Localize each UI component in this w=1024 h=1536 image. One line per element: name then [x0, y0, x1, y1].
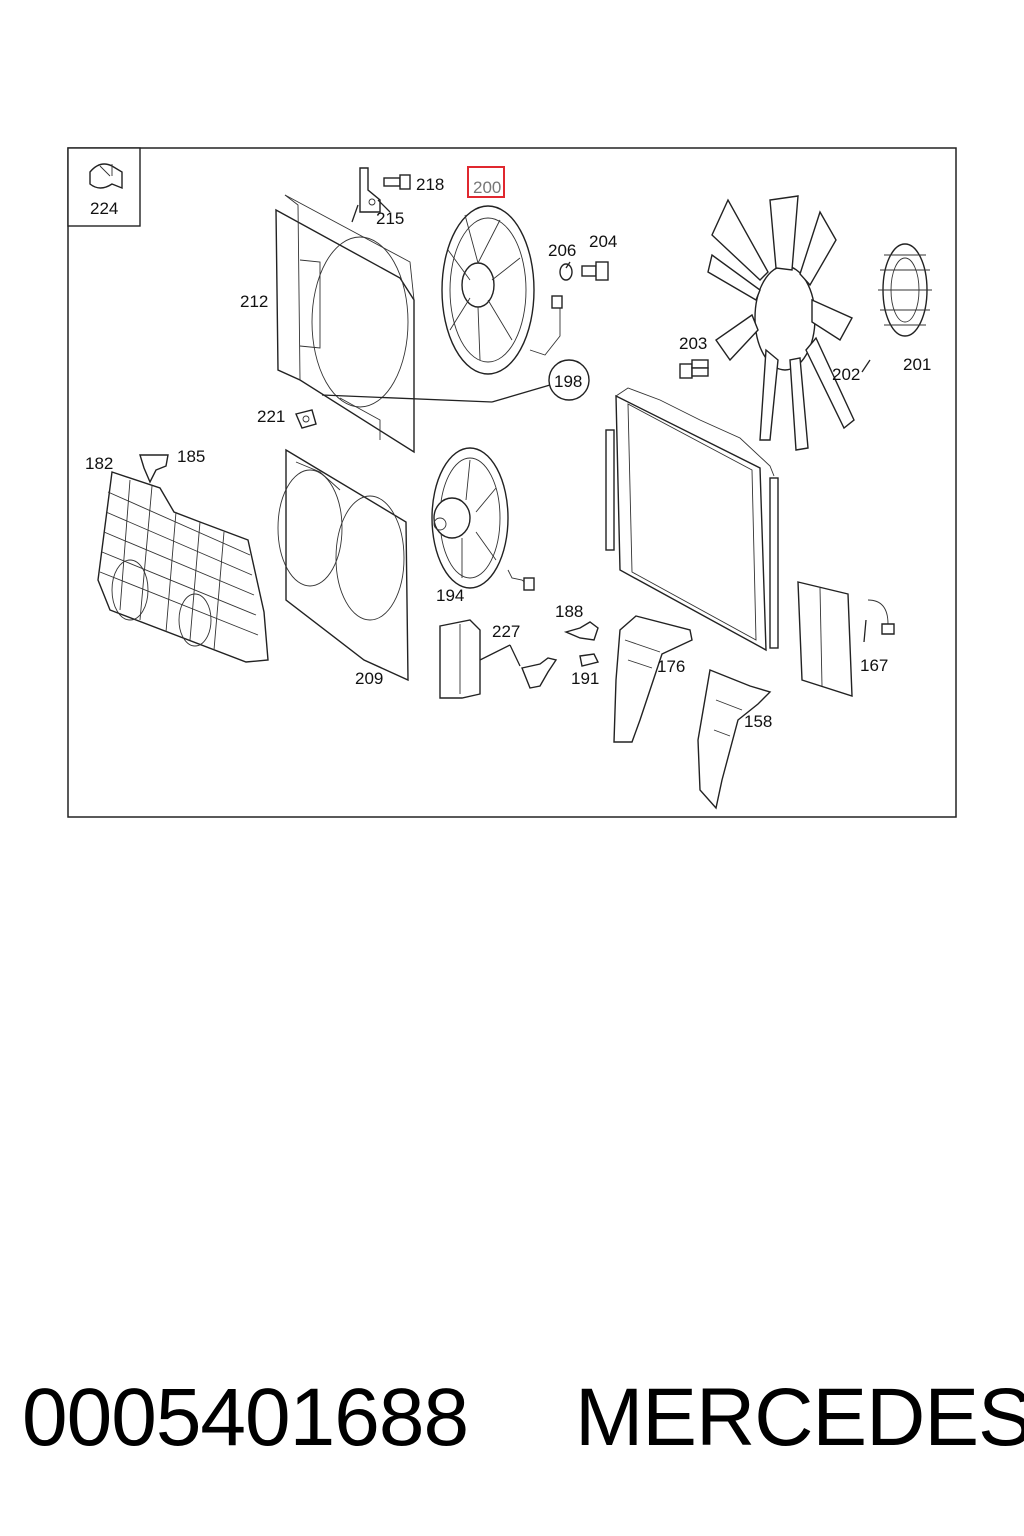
callout-182: 182 [85, 454, 113, 473]
part-191-clip [579, 653, 600, 667]
callout-227: 227 [492, 622, 520, 641]
inset-224: 224 [67, 147, 141, 227]
part-215-bracket [351, 167, 381, 223]
part-212-fan-shroud [275, 194, 493, 454]
part-158-air-duct [697, 669, 772, 810]
callout-191: 191 [571, 669, 599, 688]
part-204-bolt [581, 261, 609, 281]
callout-212: 212 [240, 292, 268, 311]
callout-204: 204 [589, 232, 617, 251]
callout-215: 215 [376, 209, 404, 228]
callout-194: 194 [436, 586, 464, 605]
callout-185: 185 [177, 447, 205, 466]
part-number: 0005401688 [22, 1372, 469, 1463]
callout-167: 167 [860, 656, 888, 675]
callout-221: 221 [257, 407, 285, 426]
brand-name: MERCEDES [575, 1372, 1024, 1463]
callout-209: 209 [355, 669, 383, 688]
part-209-double-fan-shroud [277, 448, 409, 682]
part-194-electric-fan [431, 447, 535, 591]
callout-201: 201 [903, 355, 931, 374]
part-188-push-clip [563, 621, 599, 641]
callout-218: 218 [416, 175, 444, 194]
callout-198: 198 [554, 372, 582, 391]
part-203-bolt [679, 359, 709, 379]
part-185-clip [139, 454, 169, 484]
part-167-side-seal [797, 581, 895, 697]
callout-224: 224 [90, 199, 118, 218]
callout-188: 188 [555, 602, 583, 621]
callout-206: 206 [548, 241, 576, 260]
part-176-air-guide [613, 615, 693, 743]
callout-202: 202 [832, 365, 860, 384]
callout-176: 176 [657, 657, 685, 676]
part-221-nut [295, 409, 317, 429]
part-201-fan-clutch [878, 243, 932, 337]
highlight-box-200 [467, 166, 505, 198]
footer: 0005401688 MERCEDES [0, 1370, 1024, 1470]
part-227-seal [439, 619, 558, 699]
part-218-bolt [383, 174, 411, 190]
callout-203: 203 [679, 334, 707, 353]
part-198-electric-fan [441, 205, 590, 403]
callout-158: 158 [744, 712, 772, 731]
part-202-viscous-fan [707, 195, 855, 451]
part-206-washer [559, 263, 573, 281]
callout-200: 200 [473, 178, 501, 197]
part-182-grille [97, 471, 269, 663]
callout-circle-198 [548, 359, 590, 401]
exploded-parts-diagram: 224 [67, 147, 957, 818]
part-radiator [605, 387, 779, 652]
